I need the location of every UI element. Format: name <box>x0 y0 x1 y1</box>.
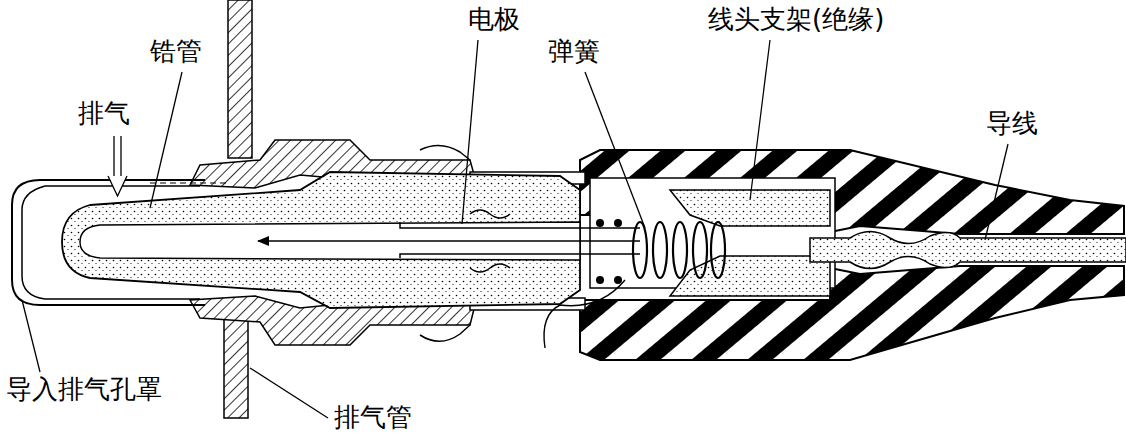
part-label: 线头支架(绝缘) <box>706 4 886 35</box>
part-label: 锆管 <box>148 36 204 67</box>
terminal-support <box>670 190 830 296</box>
part-label: 弹簧 <box>546 36 602 67</box>
flow-arrow <box>258 240 640 242</box>
part-label: 电极 <box>466 4 522 35</box>
part-label: 导线 <box>984 108 1040 139</box>
spring <box>544 219 725 348</box>
lead-wire <box>810 232 1126 269</box>
part-label: 导入排气孔罩 <box>4 374 164 405</box>
part-label: 排气管 <box>332 402 414 433</box>
leader-lines <box>22 40 1008 418</box>
zirconia-tube <box>62 172 580 308</box>
part-label: 排气 <box>76 98 132 129</box>
